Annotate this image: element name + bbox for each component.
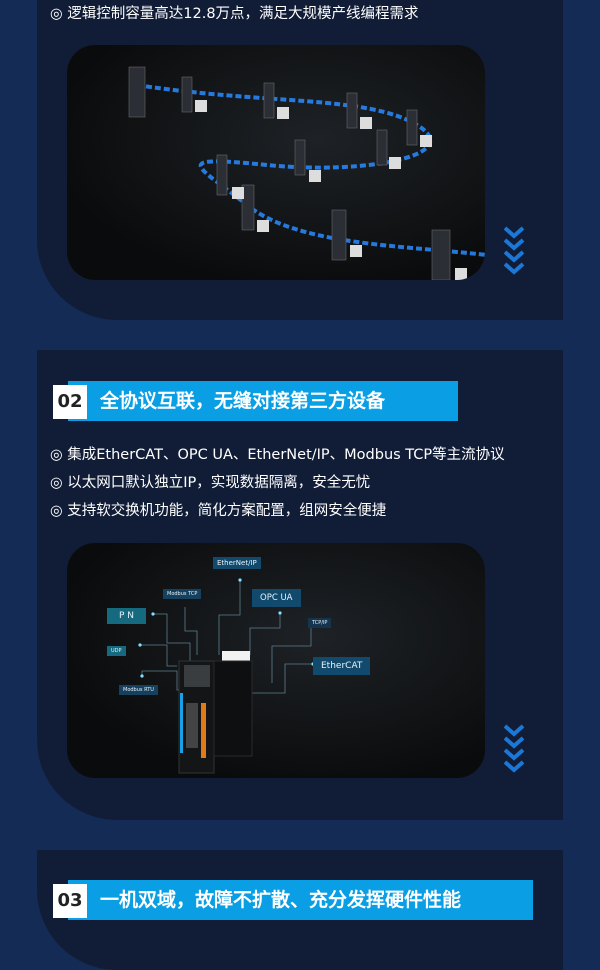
servo-drives-illustration: [128, 66, 485, 280]
section-1-bullet: ◎ 逻辑控制容量高达12.8万点，满足大规模产线编程需求: [50, 6, 419, 22]
section-number: 02: [53, 385, 87, 419]
protocol-label-modbus-rtu: Modbus RTU: [119, 685, 158, 695]
protocol-label-tcp-ip: TCP/IP: [308, 618, 332, 628]
chevron-down-icon: [503, 226, 525, 275]
protocol-label-modbus-tcp: Modbus TCP: [163, 589, 202, 599]
section-2-bullet: ◎ 以太网口默认独立IP，实现数据隔离，安全无忧: [50, 475, 371, 491]
protocol-label-pn: P N: [107, 608, 147, 624]
section-2-bullet: ◎ 支持软交换机功能，简化方案配置，组网安全便捷: [50, 503, 387, 519]
section-title: 全协议互联，无缝对接第三方设备: [68, 381, 458, 421]
servo-network-image: [67, 45, 485, 280]
section-number: 03: [53, 884, 87, 918]
protocol-label-opc-ua: OPC UA: [252, 589, 301, 607]
section-2-bullet: ◎ 集成EtherCAT、OPC UA、EtherNet/IP、Modbus T…: [50, 447, 505, 463]
protocol-diagram-image: EtherNet/IP Modbus TCP P N OPC UA TCP/IP…: [67, 543, 485, 778]
protocol-label-ethernet-ip: EtherNet/IP: [213, 557, 261, 569]
protocol-label-udp: UDP: [107, 646, 126, 656]
section-title: 一机双域，故障不扩散、充分发挥硬件性能: [68, 880, 533, 920]
protocol-label-ethercat: EtherCAT: [313, 657, 371, 675]
chevron-down-icon: [503, 724, 525, 773]
protocol-connection-lines: [138, 578, 315, 774]
